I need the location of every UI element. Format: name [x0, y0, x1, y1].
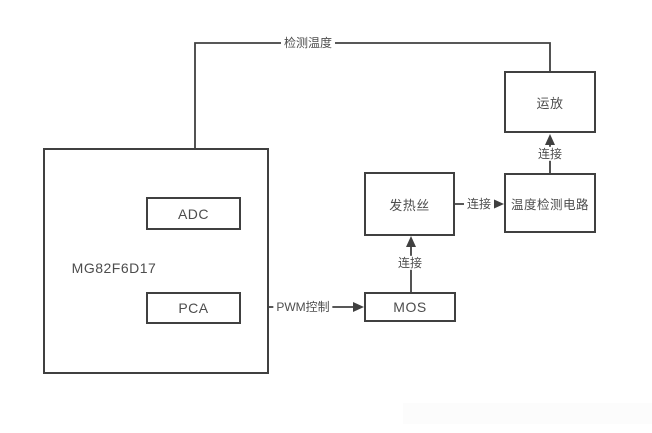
arrowhead-into-op-amp	[545, 134, 555, 145]
edge-label-connect-mos-heating: 连接	[394, 255, 426, 271]
block-pca: PCA	[146, 292, 241, 324]
block-heating-wire-label: 发热丝	[389, 197, 430, 213]
block-adc: ADC	[146, 197, 241, 230]
block-pca-label: PCA	[178, 300, 209, 316]
block-heating-wire: 发热丝	[364, 172, 455, 236]
edge-label-detect-temperature: 检测温度	[280, 35, 336, 51]
block-temp-detect-circuit: 温度检测电路	[504, 173, 596, 233]
block-mos: MOS	[364, 292, 456, 322]
edge-label-connect-temp-detect-op-amp: 连接	[534, 146, 566, 162]
arrowhead-into-mos	[353, 302, 364, 312]
block-mcu	[43, 148, 269, 374]
bottom-shade	[403, 403, 652, 424]
mcu-label: MG82F6D17	[71, 260, 157, 276]
edge-label-connect-heating-temp-detect: 连接	[463, 196, 495, 212]
block-adc-label: ADC	[177, 205, 210, 222]
block-temp-detect-circuit-label: 温度检测电路	[510, 197, 589, 212]
block-mos-label: MOS	[393, 299, 427, 315]
block-op-amp: 运放	[504, 71, 596, 133]
edge-label-pwm-control: PWM控制	[273, 299, 333, 315]
arrowhead-into-heating-wire	[406, 236, 416, 247]
block-op-amp-label: 运放	[536, 95, 564, 111]
arrowhead-into-temp-detect	[493, 199, 504, 209]
